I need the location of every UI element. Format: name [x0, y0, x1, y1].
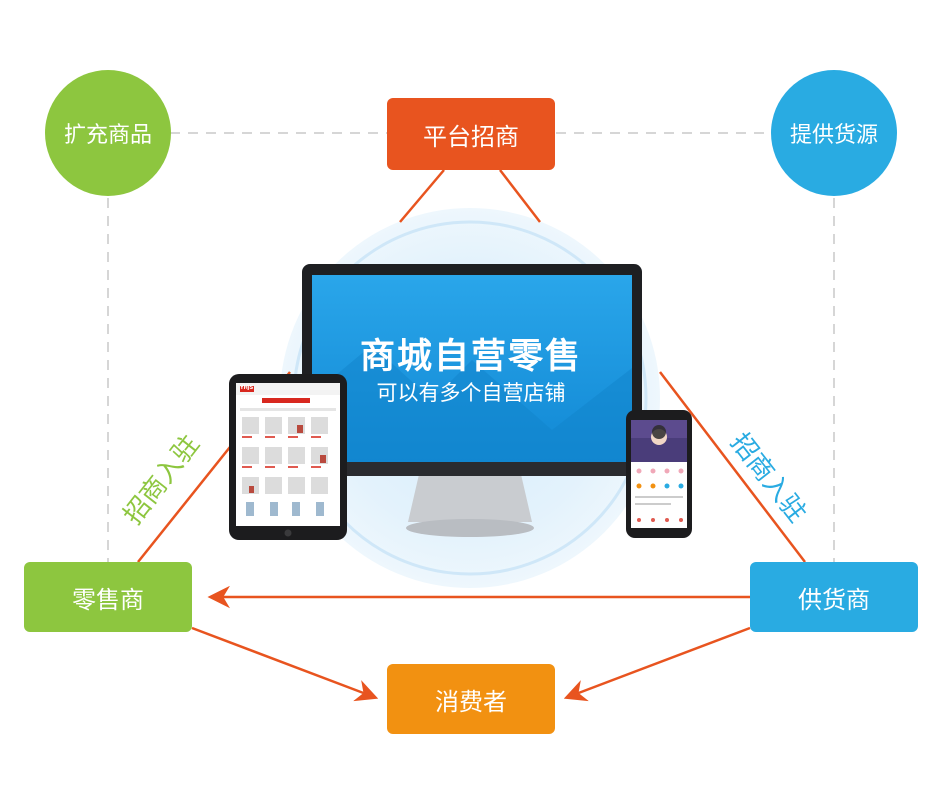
link-platform-left [399, 169, 445, 223]
circle-expand-goods [45, 70, 171, 196]
node-consumer: 消费者 [387, 664, 555, 734]
node-retailer: 零售商 [24, 562, 192, 632]
node-platform-recruit: 平台招商 [387, 98, 555, 170]
tablet-illustration [229, 374, 347, 540]
node-platform-recruit-label: 平台招商 [423, 122, 519, 151]
link-supplier-up [659, 371, 806, 563]
link-platform-right [499, 169, 541, 223]
node-retailer-label: 零售商 [72, 585, 144, 614]
circle-supply-source [771, 70, 897, 196]
node-expand-goods-label: 扩充商品 [63, 123, 152, 148]
screen-title: 商城自营零售 [359, 337, 582, 377]
node-supply-source: 提供货源 [771, 70, 897, 196]
screen-subtitle: 可以有多个自营店铺 [376, 381, 566, 405]
arrow-retailer-to-consumer [191, 626, 379, 702]
node-supply-source-label: 提供货源 [789, 123, 878, 148]
tablet-brand-logo: YHJS [240, 385, 254, 391]
node-consumer-label: 消费者 [435, 687, 507, 716]
node-supplier: 供货商 [750, 562, 918, 632]
node-supplier-label: 供货商 [798, 585, 870, 614]
node-expand-goods: 扩充商品 [45, 70, 171, 196]
arrow-supplier-to-consumer [563, 626, 751, 702]
phone-illustration [626, 410, 692, 538]
monitor-illustration [302, 264, 642, 537]
